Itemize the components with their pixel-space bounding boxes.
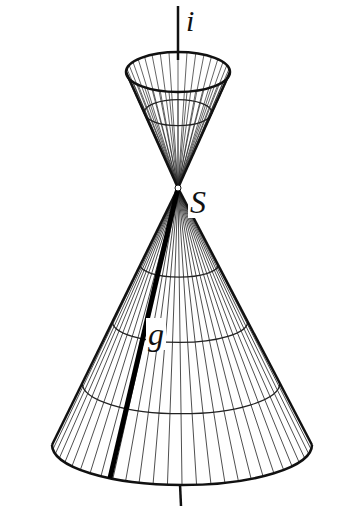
hatch-line	[178, 52, 179, 188]
hatch-line	[90, 188, 178, 473]
apex-label: S	[188, 186, 208, 218]
hatch-line	[152, 55, 178, 188]
top-rim	[126, 52, 230, 92]
apex-point	[175, 185, 181, 191]
hatch-line	[178, 188, 292, 466]
hatch-line	[178, 188, 182, 485]
generator-label: g	[146, 318, 166, 350]
hatch-line	[178, 52, 187, 188]
hatch-line	[178, 188, 197, 485]
hatch-line	[178, 188, 274, 473]
hatch-line	[178, 69, 229, 188]
parallel-circle	[82, 383, 280, 413]
axis-label: i	[184, 6, 196, 36]
hatch-line	[178, 55, 204, 188]
parallel-circle	[112, 322, 247, 343]
parallel-circle	[140, 265, 218, 277]
parallel-circle	[144, 100, 212, 126]
hatch-line	[169, 52, 178, 188]
hatch-line	[178, 188, 251, 479]
generator-line	[110, 188, 178, 478]
hatch-line	[59, 188, 178, 458]
hatch-line	[80, 188, 178, 470]
hatch-line	[178, 188, 299, 462]
hatch-line	[178, 188, 263, 476]
hatch-line	[178, 188, 311, 449]
base-rim	[52, 445, 312, 485]
hatch-line	[53, 188, 178, 449]
axis-bottom	[180, 484, 181, 506]
hatch-line	[178, 188, 305, 458]
hatch-line	[178, 188, 211, 484]
hatching	[53, 52, 311, 485]
